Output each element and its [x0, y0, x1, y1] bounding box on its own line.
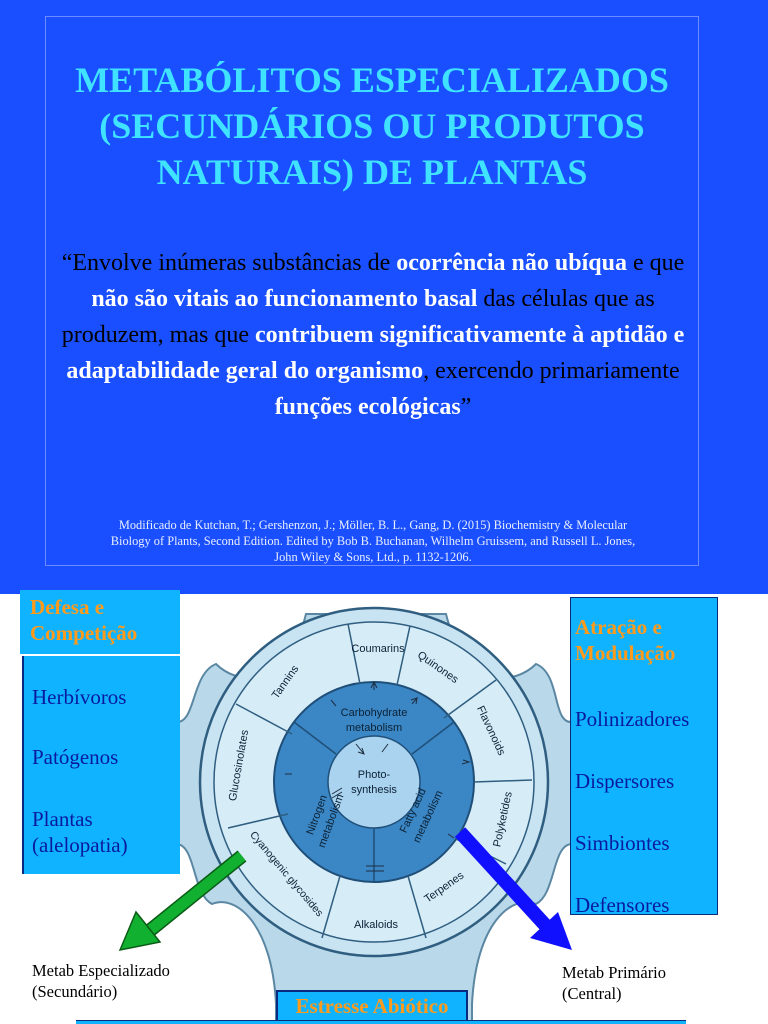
divider-line	[293, 721, 337, 755]
divider-line	[473, 779, 533, 783]
diagram-area: Photo- synthesis Carbohydrate metabolism…	[0, 590, 768, 1024]
arrow-mark	[381, 743, 389, 753]
left-item-plants: Plantas	[32, 807, 93, 831]
abiotic-stress-label: Estresse Abiótico	[295, 994, 449, 1018]
label-line: (Central)	[562, 984, 622, 1003]
arrow-mark	[366, 865, 384, 872]
quote-highlight: não são vitais ao funcionamento basal	[91, 286, 478, 312]
left-item-allelopathy: (alelopatia)	[32, 833, 128, 857]
reference-line: John Wiley & Sons, Ltd., p. 1132-1206.	[274, 550, 472, 564]
outer-label-coumarins: Coumarins	[351, 643, 405, 655]
arrow-mark	[331, 787, 343, 799]
arrow-mark	[330, 699, 337, 707]
blue-arrow-head	[530, 912, 572, 950]
right-header-line: Modulação	[575, 641, 676, 665]
metabolism-wheel: Photo- synthesis Carbohydrate metabolism…	[176, 606, 572, 1024]
inner-dividers	[293, 721, 455, 882]
definition-quote: “Envolve inúmeras substâncias de ocorrên…	[56, 245, 690, 425]
divider-line	[411, 721, 455, 755]
quote-highlight: contribuem significativamente à aptidão …	[66, 322, 685, 384]
divider-line	[443, 679, 497, 719]
divider-line	[347, 623, 361, 685]
right-item-pollinators: Polinizadores	[575, 707, 690, 731]
arrow-mark	[370, 681, 378, 690]
left-box-header: Defesa e Competição	[30, 594, 137, 646]
outer-dividers	[227, 623, 533, 939]
abiotic-stress-box: Estresse Abiótico	[276, 990, 468, 1024]
reference-line: Modificado de Kutchan, T.; Gershenzon, J…	[118, 518, 628, 532]
left-box-body: Herbívoros Patógenos Plantas (alelopatia…	[22, 656, 180, 874]
title-line: METABÓLITOS ESPECIALIZADOS	[75, 60, 669, 100]
center-label: synthesis	[351, 784, 397, 796]
arrow-mark	[410, 696, 419, 705]
blue-arrow-shaft	[454, 827, 552, 931]
quote-text: e que	[626, 250, 685, 276]
left-header-line: Competição	[30, 621, 138, 645]
carbohydrate-label: Carbohydrate	[341, 707, 408, 719]
quote-text: das células que as produzem, mas que	[61, 286, 655, 348]
green-arrow-shaft	[144, 851, 246, 937]
arrow-mark	[355, 743, 365, 755]
divider-line	[235, 703, 293, 735]
reference-citation: Modificado de Kutchan, T.; Gershenzon, J…	[56, 517, 690, 565]
left-box-header-panel: Defesa e Competição	[20, 590, 180, 654]
reference-line: Biology of Plants, Second Edition. Edite…	[110, 534, 636, 548]
divider-line	[407, 875, 427, 939]
label-line: Metab Primário	[562, 963, 667, 982]
right-item-symbionts: Simbiontes	[575, 831, 670, 855]
arrow-layer	[118, 827, 572, 952]
quote-highlight: funções ecológicas	[274, 394, 461, 420]
carbohydrate-label: metabolism	[346, 722, 402, 734]
quote-highlight: ocorrência não ubíqua	[396, 250, 627, 276]
primary-metabolism-label: Metab Primário (Central)	[562, 962, 666, 1004]
bottom-strip	[76, 1020, 686, 1024]
center-label: Photo-	[358, 769, 391, 781]
divider-line	[396, 625, 411, 686]
quote-text: “Envolve inúmeras substâncias de	[61, 250, 397, 276]
title-line: (SECUNDÁRIOS OU PRODUTOS	[99, 106, 645, 146]
slide-top-frame: METABÓLITOS ESPECIALIZADOS (SECUNDÁRIOS …	[45, 16, 699, 566]
flow-arrows	[285, 681, 471, 872]
left-item-pathogens: Patógenos	[32, 745, 119, 769]
label-line: Metab Especializado	[32, 961, 170, 980]
specialized-metabolism-label: Metab Especializado (Secundário)	[32, 960, 170, 1002]
slide-title: METABÓLITOS ESPECIALIZADOS (SECUNDÁRIOS …	[46, 57, 698, 195]
right-box: Atração e Modulação Polinizadores Disper…	[570, 597, 718, 917]
right-header-line: Atração e	[575, 615, 662, 639]
left-header-line: Defesa e	[30, 595, 105, 619]
outer-label-alkaloids: Alkaloids	[354, 919, 399, 931]
quote-text: , exercendo primariamente	[423, 358, 680, 384]
arrow-mark	[447, 833, 455, 839]
right-item-defenders: Defensores	[575, 893, 670, 917]
right-item-dispersers: Dispersores	[575, 769, 675, 793]
right-box-header: Atração e Modulação	[575, 614, 675, 666]
label-line: (Secundário)	[32, 982, 118, 1001]
green-arrow-head	[118, 910, 162, 952]
title-line: NATURAIS) DE PLANTAS	[156, 152, 588, 192]
divider-line	[227, 813, 289, 829]
left-item-herbivores: Herbívoros	[32, 685, 127, 709]
arrow-mark	[461, 759, 471, 765]
divider-line	[321, 875, 341, 939]
quote-text: ”	[460, 394, 472, 420]
